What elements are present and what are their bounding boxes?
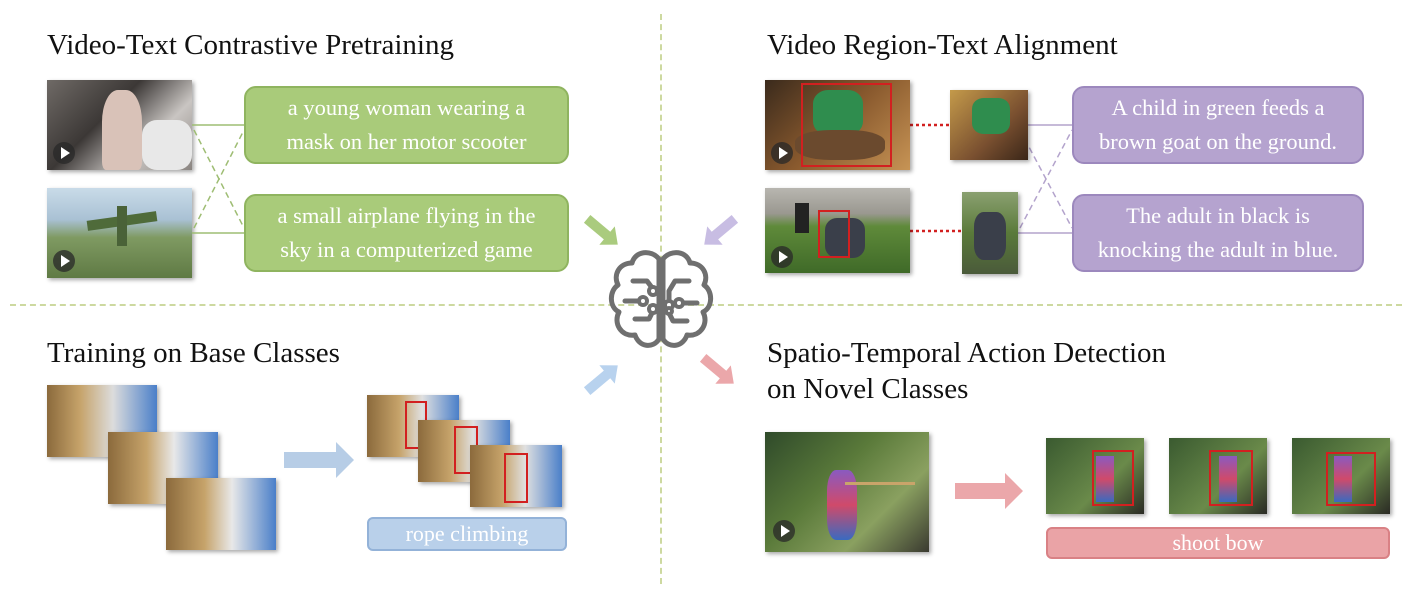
archery-detected-frame-1 (1046, 438, 1144, 514)
horizontal-divider (10, 304, 1402, 306)
wrestling-region-crop (962, 192, 1018, 274)
stad-heading-line1: Spatio-Temporal Action Detection (767, 337, 1167, 369)
caption-box-wrestling: The adult in black is knocking the adult… (1072, 194, 1364, 272)
goat-region-crop (950, 90, 1028, 160)
archery-video-thumbnail (765, 432, 929, 552)
base-classes-heading: Training on Base Classes (47, 337, 340, 369)
play-icon (771, 142, 793, 164)
climbing-frame-3 (166, 478, 276, 550)
wrestling-video-thumbnail (765, 188, 910, 273)
airplane-video-thumbnail (47, 188, 192, 278)
caption-box-airplane: a small airplane flying in the sky in a … (244, 194, 569, 272)
arrow-icon (704, 215, 739, 245)
caption-text: a small airplane flying in the (277, 203, 536, 228)
stad-heading-line2: on Novel Classes (767, 373, 969, 405)
novel-class-label: shoot bow (1046, 527, 1390, 559)
vtcp-heading: Video-Text Contrastive Pretraining (47, 29, 454, 61)
region-box (1209, 450, 1253, 506)
arrow-icon (583, 365, 618, 395)
brain-circuit-icon (608, 250, 714, 348)
arrow-icon (699, 354, 734, 384)
caption-text: The adult in black is (1126, 203, 1310, 228)
caption-text: knocking the adult in blue. (1097, 237, 1339, 262)
caption-text: mask on her motor scooter (286, 129, 527, 154)
caption-box-scooter: a young woman wearing a mask on her moto… (244, 86, 569, 164)
archery-detected-frame-3 (1292, 438, 1390, 514)
region-box (504, 453, 528, 503)
region-box (1326, 452, 1376, 506)
caption-text: sky in a computerized game (280, 237, 533, 262)
region-box (1092, 450, 1134, 506)
caption-text: A child in green feeds a (1111, 95, 1325, 120)
caption-text: brown goat on the ground. (1098, 129, 1338, 154)
region-box (801, 83, 892, 167)
play-icon (53, 250, 75, 272)
play-icon (771, 246, 793, 268)
archery-detected-frame-2 (1169, 438, 1267, 514)
caption-text: a young woman wearing a (287, 95, 526, 120)
caption-box-goat: A child in green feeds a brown goat on t… (1072, 86, 1364, 164)
vrta-heading: Video Region-Text Alignment (767, 29, 1118, 61)
arrow-icon (583, 215, 618, 245)
play-icon (53, 142, 75, 164)
scooter-video-thumbnail (47, 80, 192, 170)
goat-video-thumbnail (765, 80, 910, 170)
play-icon (773, 520, 795, 542)
region-box (818, 210, 850, 258)
base-class-label: rope climbing (367, 517, 567, 551)
detected-frame-3 (470, 445, 562, 507)
